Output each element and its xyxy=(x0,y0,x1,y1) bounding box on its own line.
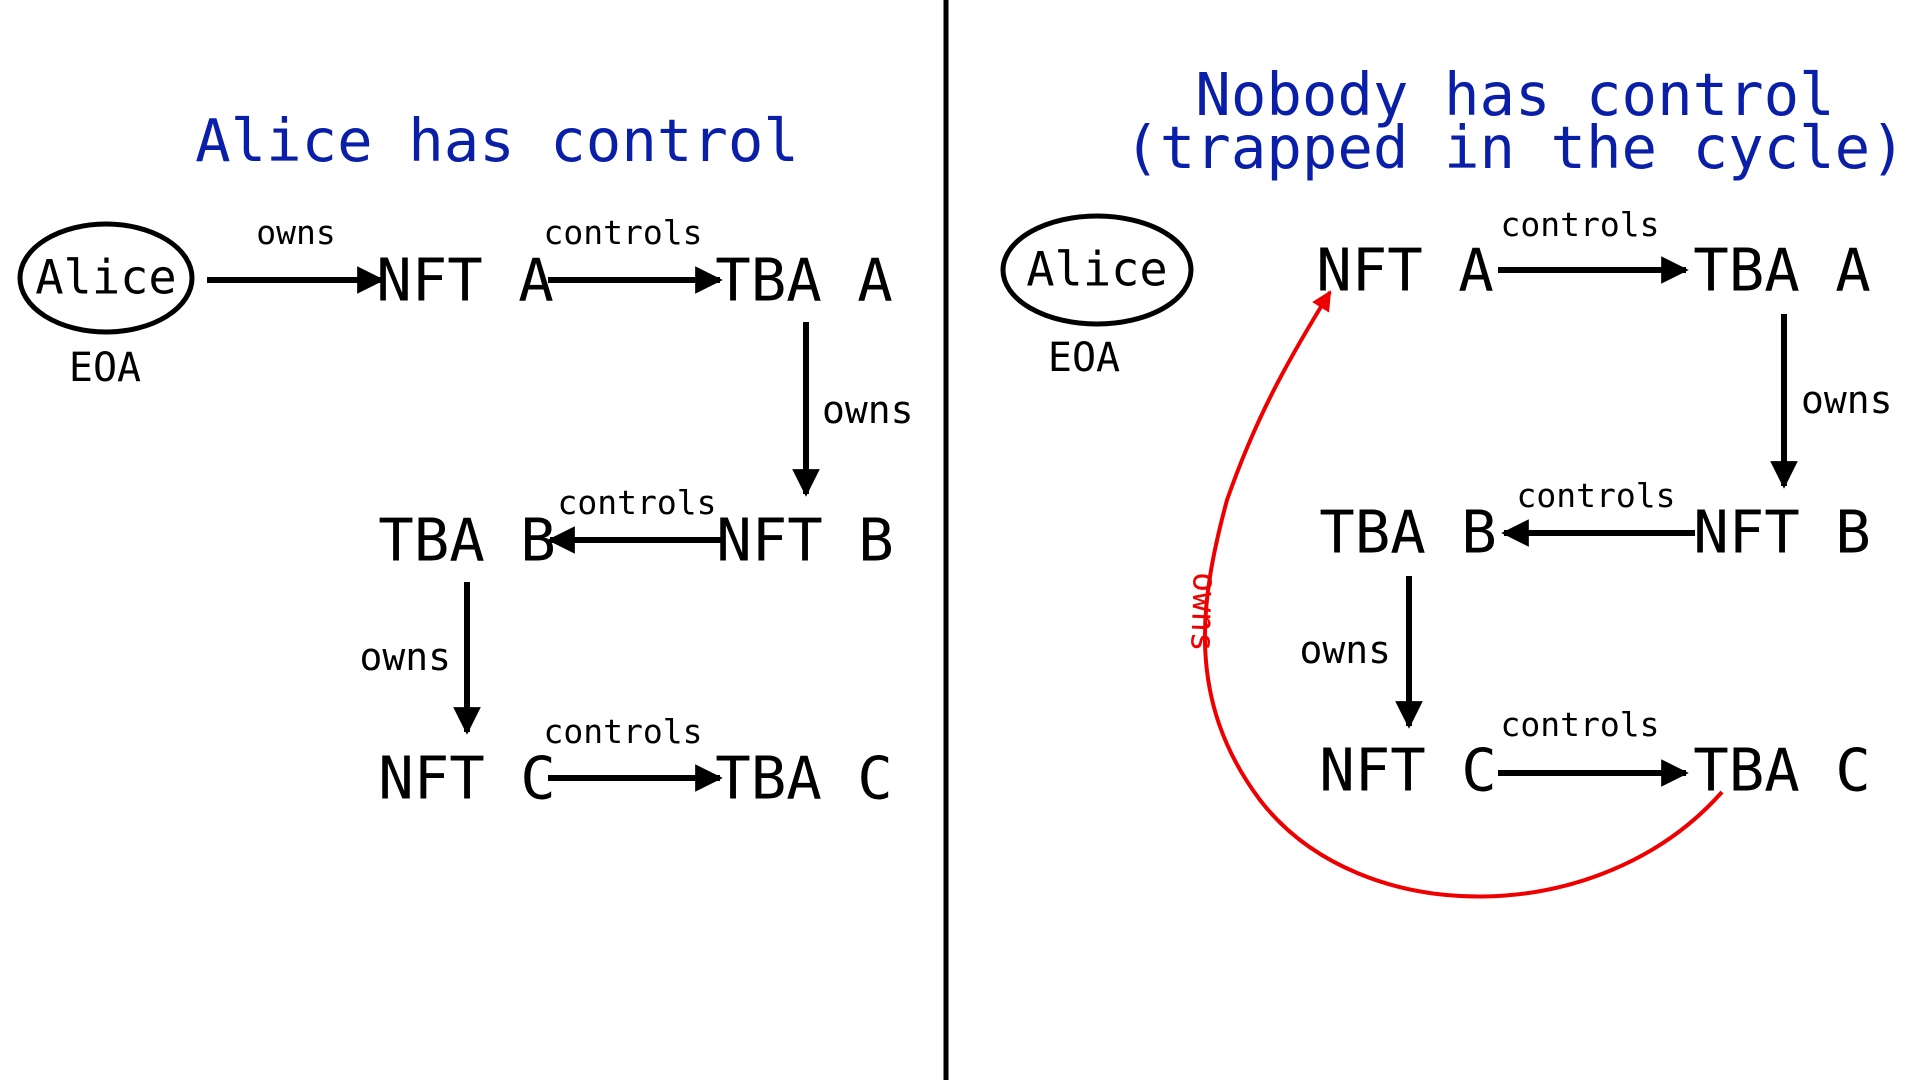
nft-b-node: NFT B xyxy=(1693,498,1871,567)
tba-a-owns-nft-b-label: owns xyxy=(822,388,914,432)
right-panel-title-line2: (trapped in the cycle) xyxy=(1124,113,1905,182)
tba-c-owns-nft-a-label: owns xyxy=(1183,572,1225,653)
tba-c-node: TBA C xyxy=(715,744,893,813)
tba-b-node: TBA B xyxy=(1319,498,1497,567)
alice-node-ellipse xyxy=(1000,213,1194,327)
tba-a-node: TBA A xyxy=(1693,236,1871,305)
tba-b-owns-nft-c-label: owns xyxy=(359,635,451,679)
nft-c-node: NFT C xyxy=(1319,736,1497,805)
eoa-label: EOA xyxy=(69,345,141,391)
nft-a-controls-tba-a-label: controls xyxy=(544,213,703,252)
nft-a-node: NFT A xyxy=(376,246,554,315)
nft-a-node: NFT A xyxy=(1316,236,1494,305)
nft-c-controls-tba-c-label: controls xyxy=(544,712,703,751)
right-panel: Nobody has control (trapped in the cycle… xyxy=(1000,60,1906,899)
left-panel-title: Alice has control xyxy=(195,106,799,175)
tba-a-owns-nft-b-label: owns xyxy=(1801,378,1893,422)
alice-node-label: Alice xyxy=(35,251,176,306)
nft-b-controls-tba-b-label: controls xyxy=(1517,476,1676,515)
alice-node-label: Alice xyxy=(1026,243,1167,298)
tba-b-node: TBA B xyxy=(378,506,556,575)
left-panel: Alice has control Alice EOA NFT A TBA A … xyxy=(17,106,914,813)
eoa-label: EOA xyxy=(1048,335,1120,381)
tba-b-owns-nft-c-label: owns xyxy=(1299,628,1391,672)
nft-c-node: NFT C xyxy=(378,744,556,813)
nft-a-controls-tba-a-label: controls xyxy=(1501,205,1660,244)
tba-a-node: TBA A xyxy=(715,246,893,315)
alice-node-ellipse xyxy=(17,221,195,335)
nft-c-controls-tba-c-label: controls xyxy=(1501,705,1660,744)
nft-b-node: NFT B xyxy=(716,506,894,575)
alice-owns-nft-a-label: owns xyxy=(256,213,335,252)
tba-c-owns-nft-a-cycle-arrow xyxy=(1202,290,1724,899)
right-panel-title-line1: Nobody has control xyxy=(1195,60,1834,129)
nft-b-controls-tba-b-label: controls xyxy=(558,483,717,522)
